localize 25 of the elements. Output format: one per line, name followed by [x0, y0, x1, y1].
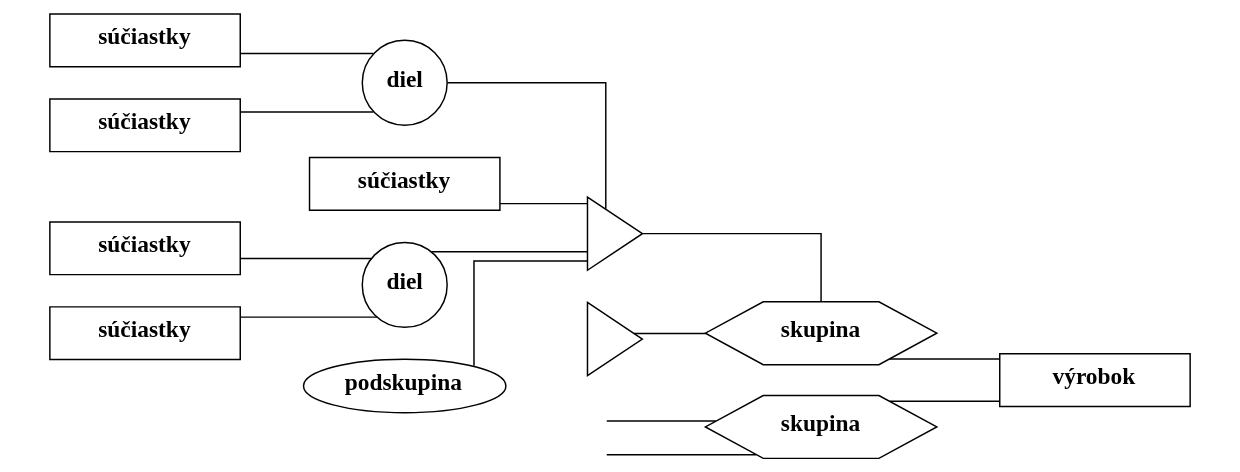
- node-box: výrobok: [999, 353, 1191, 408]
- connector: [239, 111, 375, 113]
- connector: [642, 232, 822, 303]
- connector: [430, 251, 589, 253]
- node-box: súčiastky: [49, 13, 241, 68]
- connector: [446, 82, 607, 210]
- node-box: súčiastky: [308, 156, 501, 211]
- connector: [633, 332, 707, 335]
- connector: [473, 260, 589, 367]
- node-circle: diel: [361, 241, 448, 329]
- node-ellipse: podskupina: [302, 358, 507, 414]
- node-box: súčiastky: [49, 306, 241, 361]
- connector: [499, 202, 588, 205]
- connector: [239, 52, 375, 55]
- node-triangle: [586, 301, 644, 378]
- connector: [239, 316, 378, 318]
- connector: [606, 420, 717, 422]
- connector: [606, 454, 757, 456]
- node-box: súčiastky: [49, 221, 241, 276]
- connector: [888, 358, 1001, 360]
- node-triangle: [586, 195, 644, 272]
- connector: [888, 400, 1001, 402]
- node-box: súčiastky: [49, 98, 241, 153]
- connector: [239, 257, 372, 260]
- node-circle: diel: [361, 39, 448, 126]
